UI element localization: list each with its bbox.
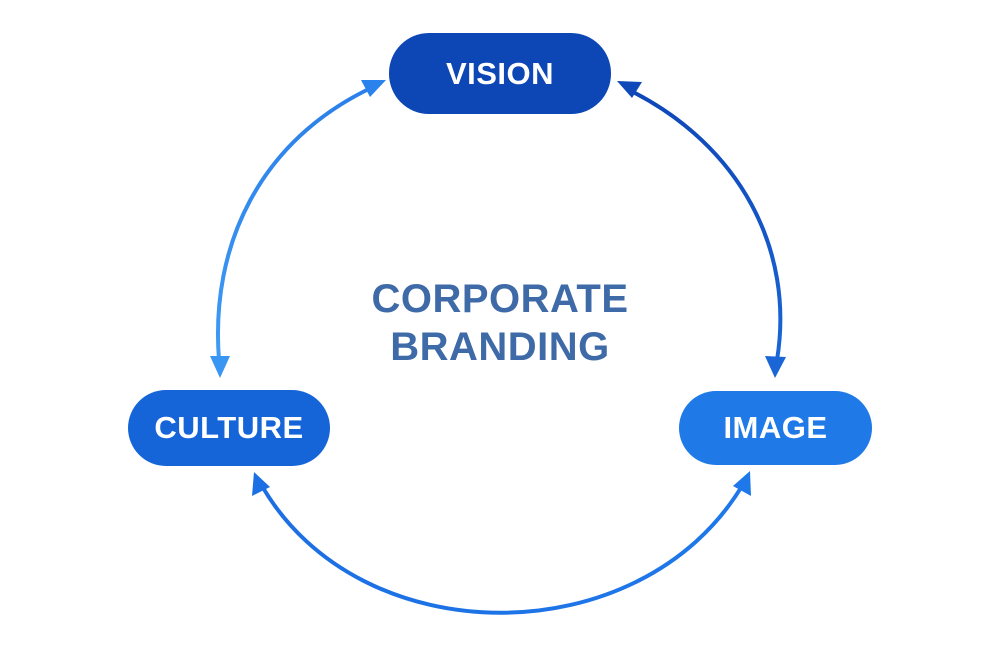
arrowhead-vision-icon: [361, 80, 386, 97]
node-image-label: IMAGE: [723, 410, 828, 445]
arc-culture-image: [260, 484, 744, 615]
node-image: IMAGE: [679, 391, 872, 465]
arrowhead-culture-icon: [210, 356, 230, 378]
center-title: CORPORATE BRANDING: [300, 275, 700, 371]
arrowhead-image-icon: [765, 356, 786, 378]
node-vision-label: VISION: [445, 55, 555, 91]
arc-vision-culture: [216, 85, 375, 362]
arrow-vision-image: [617, 81, 786, 378]
arrow-culture-image: [252, 471, 751, 615]
center-title-line-1: CORPORATE: [371, 277, 629, 321]
node-culture-label: CULTURE: [154, 410, 304, 445]
arrowhead-vision-right-icon: [617, 81, 642, 98]
arc-vision-image: [627, 88, 783, 362]
arrowhead-image-bottom-icon: [733, 471, 751, 496]
node-vision: VISION: [389, 33, 611, 114]
node-culture: CULTURE: [128, 390, 330, 466]
center-title-line-2: BRANDING: [390, 325, 610, 369]
arrow-vision-culture: [210, 80, 386, 378]
arrowhead-culture-bottom-icon: [252, 472, 270, 496]
